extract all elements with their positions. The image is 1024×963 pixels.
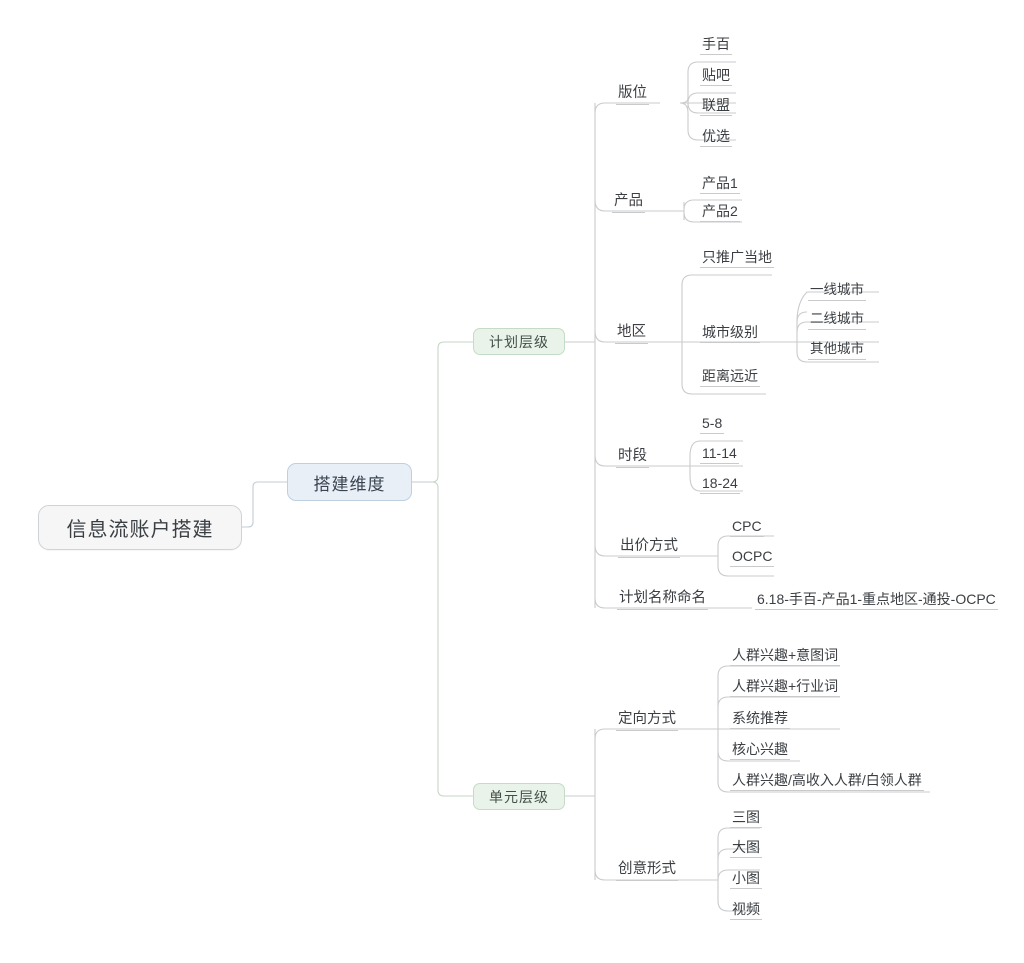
label-time-5-8[interactable]: 5-8 <box>700 415 725 435</box>
label-region[interactable]: 地区 <box>615 324 648 344</box>
node-level1-dimension[interactable]: 搭建维度 <box>287 463 412 501</box>
label-creative-small-image[interactable]: 小图 <box>730 870 762 890</box>
label-city-tier-other[interactable]: 其他城市 <box>808 341 866 360</box>
label-city-tier-2[interactable]: 二线城市 <box>808 311 866 330</box>
label-creative-three-image[interactable]: 三图 <box>730 809 762 829</box>
label-campaign-naming[interactable]: 计划名称命名 <box>617 590 708 610</box>
label-targeting-interest-industry[interactable]: 人群兴趣+行业词 <box>730 678 841 698</box>
label-region-local-only[interactable]: 只推广当地 <box>700 249 774 269</box>
label-campaign-naming-example[interactable]: 6.18-手百-产品1-重点地区-通投-OCPC <box>755 591 998 611</box>
label-region-city-tier[interactable]: 城市级别 <box>700 324 760 344</box>
label-bidding-cpc[interactable]: CPC <box>730 518 764 538</box>
label-targeting-core-interest[interactable]: 核心兴趣 <box>730 741 790 761</box>
root-node-label: 信息流账户搭建 <box>66 519 214 541</box>
label-product-1[interactable]: 产品1 <box>700 175 740 195</box>
label-city-tier-1[interactable]: 一线城市 <box>808 282 866 301</box>
label-product-2[interactable]: 产品2 <box>700 203 740 223</box>
label-targeting-interest-intent[interactable]: 人群兴趣+意图词 <box>730 647 841 667</box>
label-bidding-mode[interactable]: 出价方式 <box>618 538 680 558</box>
node-level1-label: 搭建维度 <box>313 474 386 494</box>
label-targeting-mode[interactable]: 定向方式 <box>616 711 678 731</box>
label-targeting-system-recommend[interactable]: 系统推荐 <box>730 710 790 730</box>
label-time-11-14[interactable]: 11-14 <box>700 445 739 465</box>
label-placement-youxuan[interactable]: 优选 <box>700 128 732 148</box>
label-product[interactable]: 产品 <box>612 193 645 213</box>
node-branch-unit-level[interactable]: 单元层级 <box>473 783 565 810</box>
label-bidding-ocpc[interactable]: OCPC <box>730 548 775 568</box>
label-creative-video[interactable]: 视频 <box>730 901 762 921</box>
label-creative-format[interactable]: 创意形式 <box>616 861 678 881</box>
label-placement-union[interactable]: 联盟 <box>700 97 732 117</box>
label-time-period[interactable]: 时段 <box>616 448 649 468</box>
label-creative-large-image[interactable]: 大图 <box>730 839 762 859</box>
root-node[interactable]: 信息流账户搭建 <box>38 505 242 550</box>
node-branch-unit-level-label: 单元层级 <box>489 788 549 805</box>
label-region-distance[interactable]: 距离远近 <box>700 368 760 388</box>
label-targeting-interest-income-whitecollar[interactable]: 人群兴趣/高收入人群/白领人群 <box>730 772 924 792</box>
node-branch-campaign-level-label: 计划层级 <box>489 333 549 350</box>
label-time-18-24[interactable]: 18-24 <box>700 475 740 495</box>
node-branch-campaign-level[interactable]: 计划层级 <box>473 328 565 355</box>
label-placement-tieba[interactable]: 贴吧 <box>700 67 732 87</box>
label-placement-shoubai[interactable]: 手百 <box>700 36 732 56</box>
label-placement[interactable]: 版位 <box>616 85 649 105</box>
